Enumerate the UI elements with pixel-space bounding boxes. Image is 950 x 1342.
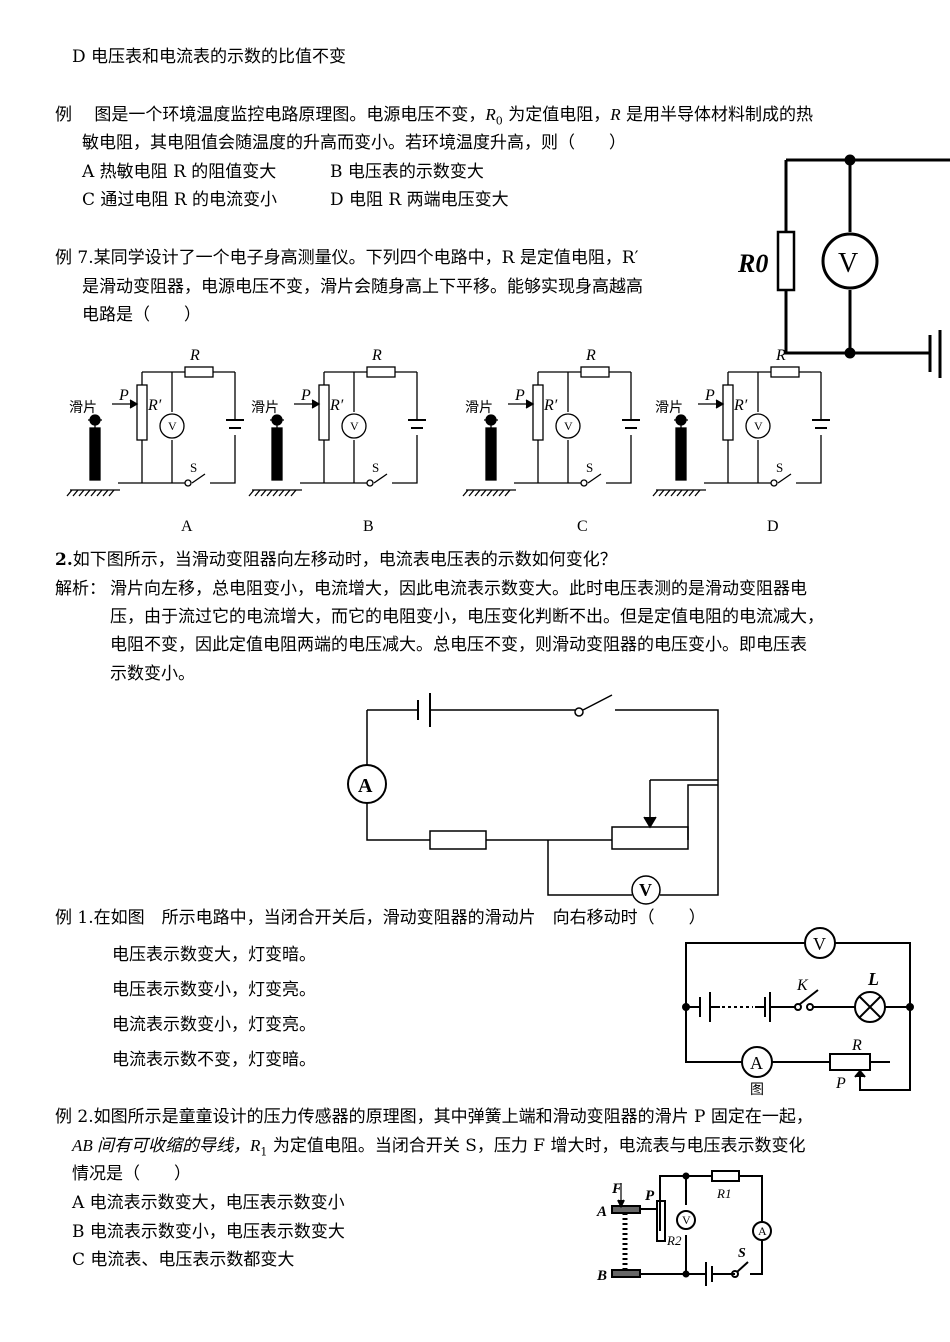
slider-text: 滑片 bbox=[69, 399, 97, 416]
q2-text: 如下图所示，当滑动变阻器向左移动时，电流表电压表的示数如何变化？ bbox=[72, 550, 617, 570]
height-circuit-c: 滑片 P R′ R V S bbox=[462, 347, 640, 497]
slider-text: 滑片 bbox=[655, 399, 683, 416]
ex2-line1: 例 2.如图所示是童童设计的压力传感器的原理图，其中弹簧上端和滑动变阻器的滑片 … bbox=[55, 1107, 813, 1127]
r1-symbol: R bbox=[250, 1136, 261, 1155]
r-label: R bbox=[371, 347, 382, 364]
ex1-option: 电压表示数变大，灯变暗。 bbox=[112, 945, 316, 965]
ex2-option: C 电流表、电压表示数都变大 bbox=[72, 1250, 295, 1270]
p-label: P bbox=[300, 387, 311, 404]
option-d: D 电阻 R 两端电压变大 bbox=[330, 190, 509, 210]
q-text: 为定值电阻， bbox=[502, 105, 611, 125]
voltmeter-label: V bbox=[682, 1213, 691, 1227]
circuit-label-a: A bbox=[181, 518, 193, 535]
voltmeter-label: V bbox=[838, 248, 858, 279]
r-label: R bbox=[775, 347, 786, 364]
resistor-label: R bbox=[851, 1037, 862, 1054]
question-temp-line1: 例 图是一个环境温度监控电路原理图。电源电压不变，R0 为定值电阻，R 是用半导… bbox=[55, 105, 813, 131]
question-temp-line2: 敏电阻，其电阻值会随温度的升高而变小。若环境温度升高，则（ ） bbox=[82, 133, 626, 153]
p-label: P bbox=[514, 387, 525, 404]
q-text: 是用半导体材料制成的热 bbox=[620, 105, 813, 125]
force-label: F bbox=[611, 1181, 622, 1197]
ex1-option: 电流表示数不变，灯变暗。 bbox=[112, 1050, 316, 1070]
slider-label: P bbox=[835, 1075, 846, 1092]
r-prime-label: R′ bbox=[147, 397, 162, 414]
q-lead: 例 bbox=[55, 105, 72, 125]
slider-text: 滑片 bbox=[465, 399, 493, 416]
option-d-ratio: D 电压表和电流表的示数的比值不变 bbox=[72, 47, 347, 67]
circuit-label-d: D bbox=[767, 518, 779, 535]
r1-sub: 1 bbox=[260, 1145, 268, 1159]
slider-text: 滑片 bbox=[251, 399, 279, 416]
voltmeter-label: V bbox=[350, 419, 359, 433]
voltmeter-label: V bbox=[813, 934, 826, 954]
lamp-label: L bbox=[867, 969, 879, 989]
ex1-option: 电流表示数变小，灯变亮。 bbox=[112, 1015, 316, 1035]
ex2-text: AB 间有可收缩的导线， bbox=[72, 1136, 251, 1155]
circuit-label-b: B bbox=[363, 518, 374, 535]
q7-line3: 电路是（ ） bbox=[82, 305, 201, 325]
voltmeter-label: V bbox=[754, 419, 763, 433]
point-a-label: A bbox=[596, 1204, 607, 1220]
ammeter-label: A bbox=[750, 1053, 763, 1073]
voltmeter-label: V bbox=[564, 419, 573, 433]
analysis-line: 滑片向左移，总电阻变小，电流增大，因此电流表示数变大。此时电压表测的是滑动变阻器… bbox=[110, 579, 807, 599]
r-prime-label: R′ bbox=[329, 397, 344, 414]
ex2-option: A 电流表示数变大，电压表示数变小 bbox=[72, 1193, 345, 1213]
ex2-option: B 电流表示数变小，电压表示数变大 bbox=[72, 1222, 345, 1242]
analysis-line: 示数变小。 bbox=[110, 664, 195, 684]
switch-label: K bbox=[796, 977, 809, 994]
voltmeter-label: V bbox=[168, 419, 177, 433]
figure-caption: 图 bbox=[750, 1083, 764, 1098]
r-label: R bbox=[189, 347, 200, 364]
r0-symbol: R bbox=[485, 105, 496, 124]
analysis-line: 电阻不变，因此定值电阻两端的电压减大。总电压不变，则滑动变阻器的电压变小。即电压… bbox=[110, 635, 807, 655]
ammeter-label: A bbox=[358, 775, 373, 797]
p-label: P bbox=[704, 387, 715, 404]
r-prime-label: R′ bbox=[733, 397, 748, 414]
ex1-option: 电压表示数变小，灯变亮。 bbox=[112, 980, 316, 1000]
switch-label: S bbox=[190, 460, 197, 475]
r1-label: R1 bbox=[716, 1186, 731, 1201]
height-circuit-d: 滑片 P R′ R V S bbox=[652, 347, 830, 497]
ex2-line3: 情况是（ ） bbox=[72, 1164, 191, 1184]
switch-label: S bbox=[586, 460, 593, 475]
ex2-text: 为定值电阻。当闭合开关 S，压力 F 增大时，电流表与电压表示数变化 bbox=[267, 1136, 806, 1156]
q2-number: 2. bbox=[55, 550, 73, 570]
option-c: C 通过电阻 R 的电流变小 bbox=[82, 190, 278, 210]
q2-circuit-diagram: A V bbox=[347, 693, 719, 905]
r-symbol: R bbox=[610, 105, 621, 124]
q7-line2: 是滑动变阻器，电源电压不变，滑片会随身高上下平移。能够实现身高越高 bbox=[82, 277, 643, 297]
circuit-label-c: C bbox=[577, 518, 588, 535]
height-circuit-a: 滑片 P R′ R V S bbox=[66, 347, 244, 497]
slider-label: P bbox=[645, 1188, 655, 1204]
height-circuit-b: 滑片 P R′ R V S bbox=[248, 347, 426, 497]
ex1-line1: 例 1.在如图 所示电路中，当闭合开关后，滑动变阻器的滑动片 向右移动时（ ） bbox=[55, 908, 706, 928]
r2-label: R2 bbox=[666, 1233, 682, 1248]
voltmeter-label: V bbox=[639, 880, 652, 900]
temperature-circuit-diagram: R0 V bbox=[737, 154, 950, 378]
ex2-line2: AB 间有可收缩的导线，R1 为定值电阻。当闭合开关 S，压力 F 增大时，电流… bbox=[72, 1136, 805, 1162]
switch-label: S bbox=[738, 1246, 746, 1261]
r-label: R bbox=[585, 347, 596, 364]
ex1-circuit-diagram: V K L A R P 图 bbox=[682, 927, 914, 1098]
p-label: P bbox=[118, 387, 129, 404]
q-text: 图是一个环境温度监控电路原理图。电源电压不变， bbox=[94, 105, 486, 125]
analysis-label: 解析： bbox=[55, 579, 106, 599]
analysis-line: 压，由于流过它的电流增大，而它的电阻变小，电压变化判断不出。但是定值电阻的电流减… bbox=[110, 607, 824, 627]
q2-line1: 2.如下图所示，当滑动变阻器向左移动时，电流表电压表的示数如何变化？ bbox=[55, 550, 617, 570]
q7-line1: 例 7.某同学设计了一个电子身高测量仪。下列四个电路中，R 是定值电阻，R′ bbox=[55, 248, 639, 268]
point-b-label: B bbox=[596, 1268, 607, 1284]
switch-label: S bbox=[776, 460, 783, 475]
r0-sub: 0 bbox=[495, 114, 503, 128]
switch-label: S bbox=[372, 460, 379, 475]
option-b: B 电压表的示数变大 bbox=[330, 162, 484, 182]
ex2-circuit-diagram: F P A B R1 R2 V A S bbox=[596, 1170, 772, 1286]
ammeter-label: A bbox=[758, 1224, 767, 1238]
option-a: A 热敏电阻 R 的阻值变大 bbox=[82, 162, 277, 182]
r0-label: R0 bbox=[737, 249, 768, 278]
r-prime-label: R′ bbox=[543, 397, 558, 414]
